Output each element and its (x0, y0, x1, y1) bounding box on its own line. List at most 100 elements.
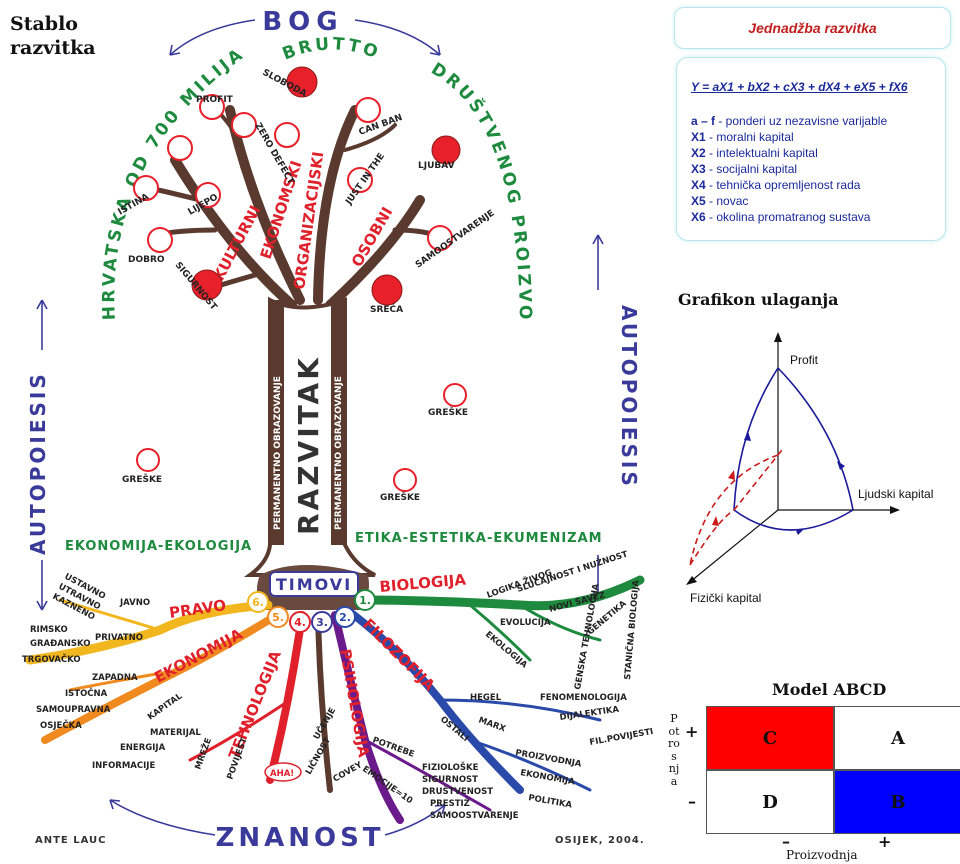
pravo-word-5: RIMSKO (30, 625, 68, 635)
root-filozofija: FILOZOFIJA (359, 615, 439, 695)
abcd-cell-a: A (834, 706, 960, 770)
root-ekonomija: EKONOMIJA (151, 625, 245, 687)
bio-word-4: EVOLUCIJA (500, 618, 551, 628)
abcd-x-label: Proizvodnja (786, 848, 858, 862)
abcd-x-minus: – (782, 832, 790, 851)
etika-estetika: ETIKA-ESTETIKA-EKUMENIZAM (355, 531, 603, 546)
root-lines (25, 575, 645, 824)
root-number-6: 6. (252, 596, 264, 609)
equation-item-text: - okolina promatranog sustava (705, 210, 871, 224)
fruit-sreca: SREĆA (370, 303, 403, 315)
abcd-title: Model ABCD (772, 680, 887, 699)
timovi-box (269, 571, 359, 597)
equation-item-text: - tehnička opremljenost rada (705, 178, 861, 192)
axis-arrow-left (686, 576, 697, 585)
tree-title: Stablo razvitka (10, 12, 96, 60)
psi-word-6: SAMOOSTVARENJE (430, 811, 519, 821)
abcd-cell-c: C (706, 706, 834, 770)
znanost-label: ZNANOST (215, 823, 384, 853)
equation-item: X3 - socijalni kapital (691, 161, 887, 177)
ekonomija-ekologija: EKONOMIJA-EKOLOGIJA (65, 539, 252, 554)
tree-title-line2: razvitka (10, 37, 96, 59)
teh-word-3: INFORMACIJE (92, 761, 155, 771)
greske-2: GREŠKE (428, 406, 468, 418)
apple-red-icons (191, 66, 461, 306)
psi-word-5: PRESTIŽ (430, 797, 470, 809)
filo-word-3: MARX (477, 715, 507, 734)
fruit-samoostvarenje: SAMOOSTVARENJE (414, 208, 497, 270)
abcd-cell-b: B (834, 770, 960, 834)
equation-item-text: - novac (705, 194, 749, 208)
aha-bubble (264, 762, 302, 782)
psi-word-10: COVEY (332, 760, 365, 785)
root-psihologija: PSIHOLOGIJA (336, 648, 373, 759)
pravo-word-6: GRAĐANSKO (30, 639, 90, 649)
root-pravo: PRAVO (168, 596, 227, 622)
abcd-y-minus: – (688, 792, 696, 811)
trunk-side-right: PERMANENTNO OBRAZOVANJE (334, 376, 344, 530)
abcd-x-plus: + (878, 832, 892, 851)
apple-outline-icons (133, 94, 467, 492)
root-number-badges: 1. 2. 3. 4. 5. 6. (247, 589, 376, 633)
equation-item-key: X1 (691, 130, 706, 144)
eko-word-1: ZAPADNA (92, 673, 138, 683)
equation-item-key: X3 (691, 162, 706, 176)
psi-word-3: SIGURNOST (422, 775, 478, 785)
equation-item: a – f - ponderi uz nezavisne varijable (691, 113, 887, 129)
equation-item-text: - socijalni kapital (705, 162, 798, 176)
equation-item: X1 - moralni kapital (691, 129, 887, 145)
axis-arrow-right (890, 506, 900, 514)
trunk-band-right (331, 300, 345, 545)
eko-word-3: SAMOUPRAVNA (36, 705, 111, 715)
autopoiesis-right: AUTOPOIESIS (617, 305, 641, 489)
axis-ljudski-label: Ljudski kapital (858, 487, 933, 501)
equation-item-text: - intelektualni kapital (705, 146, 818, 160)
root-number-5: 5. (272, 611, 284, 624)
root-biologija: BIOLOGIJA (379, 570, 467, 596)
psi-word-4: DRUŠTVENOST (422, 785, 493, 797)
arc-top-text: BRUTTO (280, 34, 380, 64)
pravo-word-7: TRGOVAČKO (22, 653, 81, 665)
equation-title: Jednadžba razvitka (674, 7, 951, 49)
eko-word-4: OSJEČKA (40, 719, 82, 731)
equation-item: X2 - intelektualni kapital (691, 145, 887, 161)
timovi-label: TIMOVI (276, 575, 352, 594)
psi-word-2: FIZIOLOŠKE (422, 761, 479, 773)
arc-top-label: BRUTTO (280, 34, 383, 64)
axis-profit-label: Profit (790, 353, 819, 367)
graph-curves-dashed (689, 448, 784, 566)
eko-word-2: ISTOČNA (65, 687, 108, 699)
equation-item-key: X2 (691, 146, 706, 160)
graph-curves-solid (733, 367, 854, 531)
graph-arrowheads (712, 431, 845, 535)
equation-item-key: X4 (691, 178, 706, 192)
author-signature: ANTE LAUC (35, 835, 107, 846)
pravo-word-4: JAVNO (119, 598, 150, 608)
equation-box: Y = aX1 + bX2 + cX3 + dX4 + eX5 + fX6 a … (676, 57, 946, 241)
axis-fizicki-label: Fizički kapital (690, 591, 761, 605)
equation-item-text: - moralni kapital (705, 130, 794, 144)
abcd-cell-d: D (706, 770, 834, 834)
abcd-y-plus: + (685, 722, 699, 741)
axis-arrow-up (774, 332, 782, 342)
root-number-4: 4. (294, 616, 306, 629)
equation-item-text: - ponderi uz nezavisne varijable (715, 114, 888, 128)
filo-word-7: PROIZVODNJA (514, 748, 582, 770)
bio-word-8: STANIČNA BIOLOGIJA (621, 579, 642, 680)
teh-word-1: MATERIJAL (150, 728, 201, 738)
trunk-side-left: PERMANENTNO OBRAZOVANJE (273, 376, 283, 530)
teh-word-6: AHA! (270, 769, 294, 779)
filo-word-5: FIL.POVIJESTI (589, 727, 654, 748)
development-tree: BOG ZNANOST HRVATSKA OD 700 MILIJARDI BR… (0, 0, 654, 853)
fruit-dobro: DOBRO (128, 255, 165, 265)
investment-graph: Profit Ljudski kapital Fizički kapital (686, 332, 933, 605)
investment-graph-title: Grafikon ulaganja (678, 290, 839, 309)
pravo-word-8: PRIVATNO (95, 633, 143, 643)
equation-item-key: X5 (691, 194, 706, 208)
tree-title-line1: Stablo (10, 13, 78, 35)
teh-word-4: MREŽE (192, 736, 215, 771)
bog-label: BOG (262, 7, 343, 37)
filo-word-1: HEGEL (470, 693, 502, 703)
filo-word-9: POLITIKA (527, 793, 573, 811)
root-number-3: 3. (316, 616, 328, 629)
